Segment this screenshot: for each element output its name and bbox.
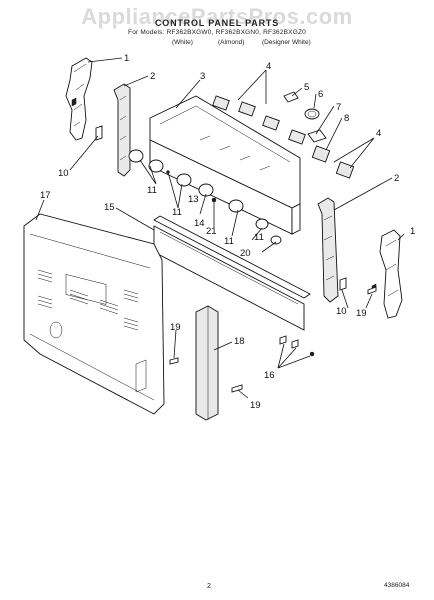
rear-cover [23, 213, 165, 415]
callout-18: 18 [234, 336, 245, 347]
callout-2-left: 2 [150, 71, 155, 82]
end-cap-right [371, 229, 403, 319]
control-panel [149, 95, 301, 235]
callout-11-b: 11 [172, 207, 182, 218]
callout-19-left: 19 [170, 322, 181, 333]
part-5-clip [283, 91, 299, 103]
callout-11-a: 11 [147, 185, 157, 196]
diagram-title: CONTROL PANEL PARTS [154, 18, 280, 28]
callout-8: 8 [344, 113, 349, 124]
callout-1-left: 1 [124, 53, 129, 64]
callout-15: 15 [104, 202, 115, 213]
part-7-switch [307, 129, 327, 143]
callout-14: 14 [194, 218, 205, 229]
callout-10-left: 10 [58, 168, 69, 179]
callout-7: 7 [336, 102, 341, 113]
document-number: 4386084 [384, 582, 410, 589]
screw-19-right [367, 286, 377, 295]
callout-6: 6 [318, 89, 323, 100]
callout-labels: 1 1 2 2 3 4 4 5 6 7 8 10 10 11 11 11 11 … [40, 53, 415, 411]
callout-20: 20 [240, 248, 251, 259]
callout-19-lower: 19 [250, 400, 261, 411]
callout-3: 3 [200, 71, 205, 82]
page-number: 2 [207, 583, 211, 590]
color-white: (White) [172, 39, 193, 46]
end-cap-left [65, 57, 93, 141]
screw-19-lower [231, 384, 243, 393]
callout-5: 5 [304, 82, 309, 93]
callout-2-right: 2 [394, 173, 399, 184]
color-options: (White) (Almond) (Designer White) [0, 39, 434, 49]
callout-13: 13 [188, 194, 199, 205]
screws-16 [279, 335, 315, 357]
callout-17: 17 [40, 190, 51, 201]
callout-10-right: 10 [336, 306, 347, 317]
screw-19-left [169, 357, 179, 365]
callout-21: 21 [206, 226, 217, 237]
switch-group-upper [212, 95, 306, 145]
callout-1-right: 1 [410, 226, 415, 237]
callout-4-lower: 4 [376, 128, 381, 139]
callout-4-upper: 4 [266, 61, 271, 72]
callout-11-c: 11 [224, 236, 234, 247]
center-bracket [195, 305, 219, 421]
color-designer-white: (Designer White) [262, 39, 311, 46]
control-knobs [128, 149, 282, 245]
callout-11-d: 11 [254, 232, 264, 243]
switch-group-lower [311, 145, 355, 179]
side-bracket-left [113, 83, 131, 177]
callout-19-right: 19 [356, 308, 367, 319]
trim-panel [153, 215, 311, 331]
callout-16: 16 [264, 370, 275, 381]
model-list: For Models: RF362BXGW0, RF362BXGN0, RF36… [128, 29, 306, 36]
side-bracket-right [317, 197, 347, 303]
color-almond: (Almond) [218, 39, 245, 46]
leader-lines [35, 57, 405, 399]
part-6-ring [304, 108, 320, 120]
